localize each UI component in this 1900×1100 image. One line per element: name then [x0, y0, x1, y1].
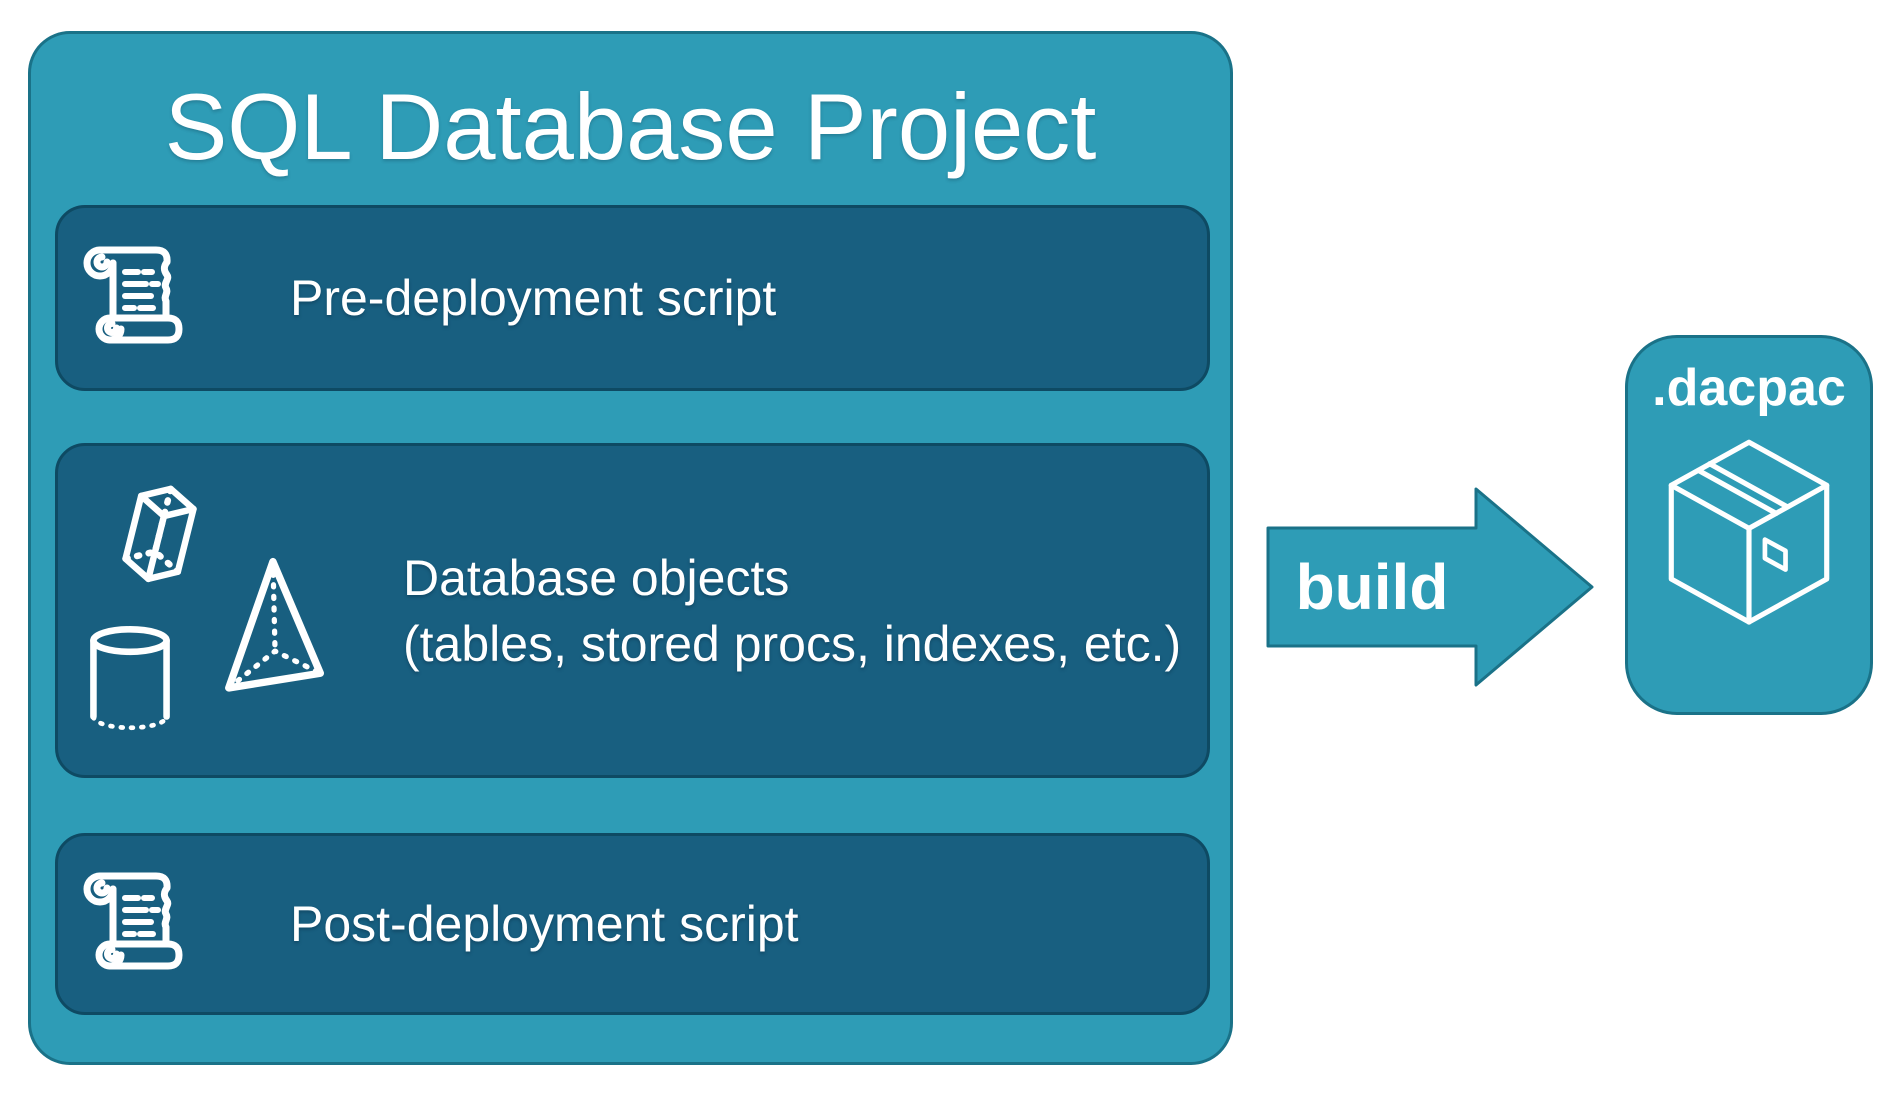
dacpac-box: .dacpac	[1625, 335, 1873, 715]
post-deployment-label: Post-deployment script	[290, 896, 799, 952]
database-objects-row: Database objects (tables, stored procs, …	[55, 443, 1210, 778]
database-objects-label-line1: Database objects	[403, 549, 790, 606]
cuboid-icon	[113, 474, 221, 603]
database-objects-label-line2: (tables, stored procs, indexes, etc.)	[403, 615, 1182, 672]
sql-database-project-box: SQL Database Project	[28, 31, 1233, 1065]
pre-deployment-label: Pre-deployment script	[290, 270, 777, 326]
package-icon	[1660, 431, 1838, 642]
pyramid-icon	[208, 549, 340, 714]
build-arrow	[1266, 487, 1594, 687]
pre-deployment-row: Pre-deployment script	[55, 205, 1210, 391]
post-deployment-row: Post-deployment script	[55, 833, 1210, 1015]
project-title: SQL Database Project	[164, 74, 1097, 179]
cylinder-icon	[78, 619, 182, 744]
database-objects-label: Database objects (tables, stored procs, …	[403, 545, 1181, 677]
database-objects-icons	[58, 446, 408, 775]
scroll-icon	[78, 864, 198, 984]
build-arrow-label: build	[1295, 551, 1449, 623]
scroll-icon	[78, 238, 198, 358]
dacpac-label: .dacpac	[1652, 359, 1846, 417]
